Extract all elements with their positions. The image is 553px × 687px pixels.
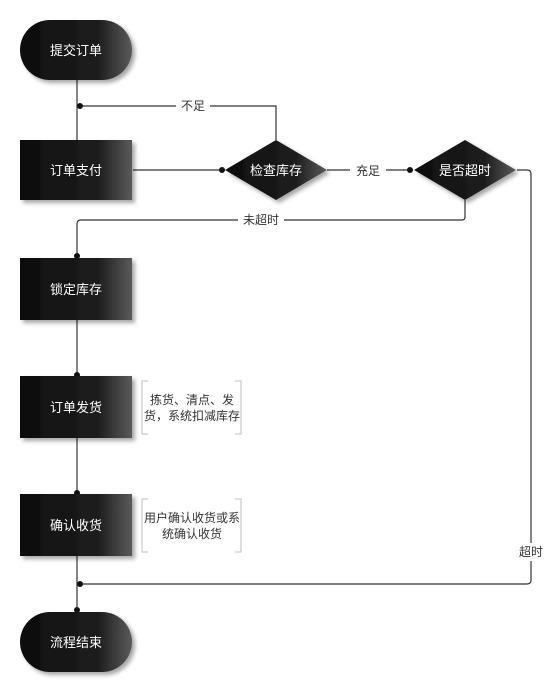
edge-insufficient-loop: [77, 105, 277, 140]
ship-note: 拣货、清点、发 货，系统扣减库存: [141, 380, 242, 435]
nodes: 提交订单 订单支付 检查库存 是否超时 锁定库存 订单发货: [20, 20, 516, 672]
node-confirm-receipt: 确认收货: [20, 494, 132, 556]
ship-note-line1: 拣货、清点、发: [150, 392, 234, 407]
node-check-stock-label: 检查库存: [250, 163, 302, 179]
node-submit-order: 提交订单: [20, 20, 132, 80]
ship-note-line2: 货，系统扣减库存: [144, 408, 240, 423]
edge-dot: [407, 167, 413, 173]
edge-dot: [219, 167, 225, 173]
node-timeout-check-label: 是否超时: [439, 164, 491, 179]
node-process-end: 流程结束: [20, 612, 132, 672]
node-lock-stock-label: 锁定库存: [50, 282, 102, 298]
annotations: 拣货、清点、发 货，系统扣减库存 用户确认收货或系 统确认收货: [141, 380, 242, 553]
edge-dot: [74, 253, 80, 259]
node-lock-stock: 锁定库存: [20, 258, 132, 320]
node-ship-order-label: 订单发货: [50, 400, 102, 416]
edge-dot: [77, 103, 83, 109]
node-order-payment-label: 订单支付: [50, 164, 102, 179]
edge-dot: [74, 607, 80, 613]
confirm-note: 用户确认收货或系 统确认收货: [141, 498, 242, 553]
edge-label-timeout: 超时: [519, 544, 543, 559]
edge-dot: [77, 581, 83, 587]
edge-label-insufficient: 不足: [181, 99, 205, 113]
node-check-stock: 检查库存: [225, 140, 327, 200]
node-submit-order-label: 提交订单: [50, 43, 102, 59]
edge-label-sufficient: 充足: [356, 163, 380, 178]
node-ship-order: 订单发货: [20, 376, 132, 438]
confirm-note-line1: 用户确认收货或系: [144, 510, 240, 525]
node-order-payment: 订单支付: [20, 140, 132, 200]
node-confirm-receipt-label: 确认收货: [50, 518, 102, 534]
node-process-end-label: 流程结束: [50, 636, 102, 651]
confirm-note-line2: 统确认收货: [162, 526, 222, 541]
edge-timeout-loop: [77, 169, 532, 585]
edge-labels: 不足 充足 未超时 超时: [176, 97, 548, 561]
edge-label-not-timeout: 未超时: [243, 212, 279, 227]
node-timeout-check: 是否超时: [414, 140, 516, 200]
